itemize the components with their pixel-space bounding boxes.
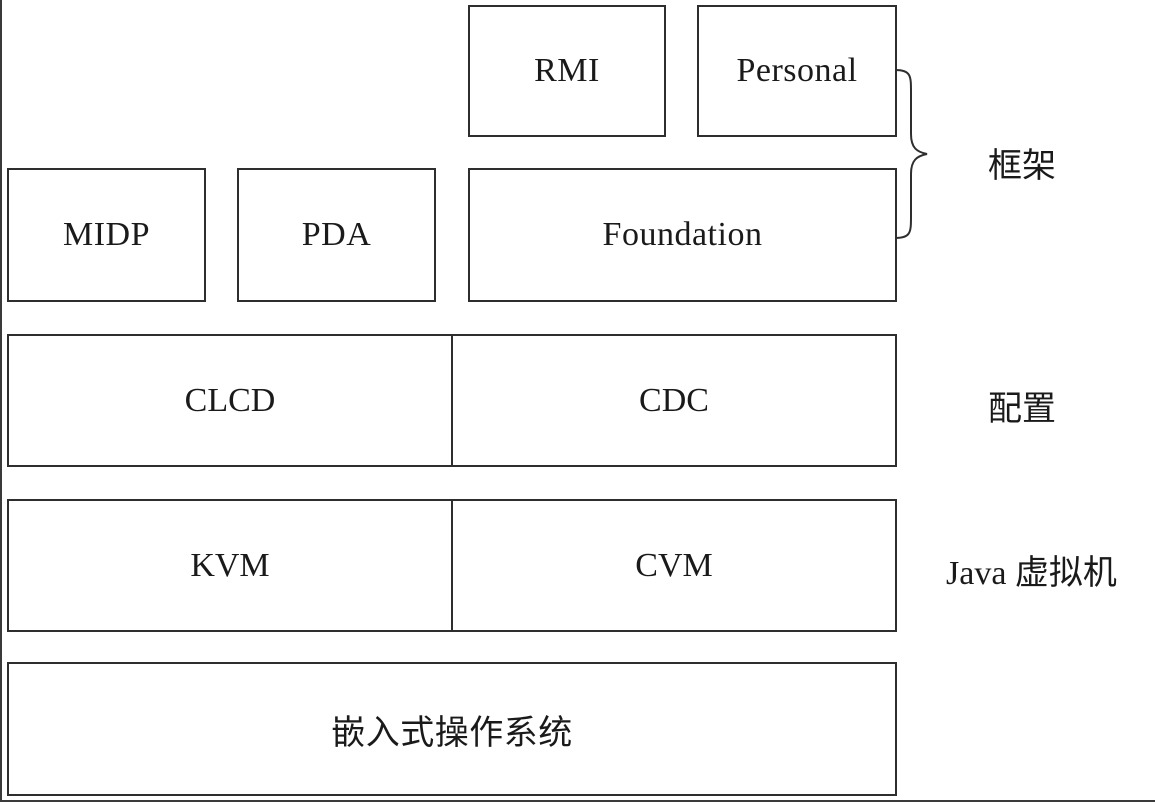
midp-box: MIDP [7,168,206,302]
framework-label: 框架 [988,148,1056,185]
midp-label: MIDP [62,216,151,253]
personal-box: Personal [697,5,897,137]
cvm-cell: CVM [451,501,895,630]
pda-label: PDA [301,216,372,253]
configuration-row: CLCD CDC [7,334,897,467]
rmi-box: RMI [468,5,666,137]
personal-label: Personal [736,52,858,89]
kvm-label: KVM [190,546,270,584]
pda-box: PDA [237,168,436,302]
clcd-label: CLCD [184,381,276,419]
framework-brace [894,69,928,239]
clcd-cell: CLCD [9,336,451,465]
cvm-label: CVM [635,546,713,584]
kvm-cell: KVM [9,501,451,630]
cdc-cell: CDC [451,336,895,465]
rmi-label: RMI [534,52,600,89]
vm-label: Java 虚拟机 [946,555,1117,592]
os-box: 嵌入式操作系统 [7,662,897,796]
os-label: 嵌入式操作系统 [331,714,573,752]
vm-row: KVM CVM [7,499,897,632]
configuration-label: 配置 [988,391,1056,428]
cdc-label: CDC [639,381,709,419]
foundation-label: Foundation [602,216,763,253]
foundation-box: Foundation [468,168,897,302]
